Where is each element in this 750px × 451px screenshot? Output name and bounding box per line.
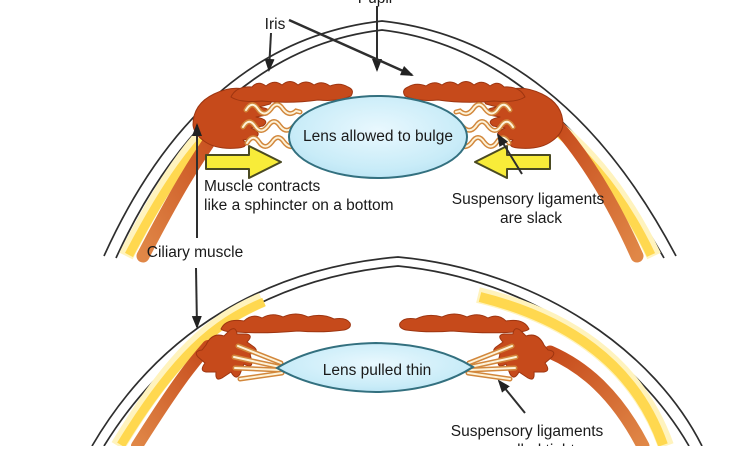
lens-bulged	[288, 95, 468, 179]
lower-red-layer-right	[543, 345, 650, 451]
lens-thin-label: Lens pulled thin	[323, 362, 432, 379]
lens-thin	[275, 341, 475, 394]
suspensory-ligaments-slack-left	[240, 102, 304, 150]
lower-choroid-band-right	[478, 292, 668, 447]
upper-red-layer-right	[549, 117, 644, 263]
suspensory-ligaments-taut-left	[231, 343, 285, 382]
suspensory-slack-label-line2: are slack	[500, 210, 562, 227]
ciliary-muscle-lower-right	[493, 328, 555, 380]
pupil-label: Pupil	[358, 0, 392, 7]
muscle-contracts-label-line1: Muscle contracts	[204, 178, 321, 195]
ciliary-muscle-pointer-line-down	[191, 267, 202, 329]
slack-ligaments-pointer-line	[496, 133, 523, 175]
tight-ligaments-pointer-line	[497, 379, 526, 414]
lower-choroid-band-left	[117, 297, 266, 448]
iris-flap-upper-left	[230, 81, 353, 103]
iris-pointer-line-right	[288, 18, 414, 77]
contraction-arrow-left	[205, 145, 282, 179]
contraction-arrow-right	[474, 145, 551, 179]
iris-flap-upper-right	[403, 81, 526, 103]
upper-sclera-outer-line	[103, 20, 677, 257]
ciliary-muscle-label: Ciliary muscle	[147, 244, 243, 261]
muscle-contracts-label-line2: like a sphincter on a bottom	[204, 197, 394, 214]
annotations: Pupil Iris Lens allowed to bulge Muscle …	[147, 0, 605, 451]
suspensory-tight-label-line2: are pulled tight	[473, 442, 575, 446]
suspensory-slack-label-line1: Suspensory ligaments	[452, 191, 605, 208]
lower-sclera-outer-line	[91, 256, 703, 447]
upper-eye	[103, 20, 677, 263]
suspensory-tight-label-line1: Suspensory ligaments	[451, 423, 604, 440]
iris-flap-lower-left	[220, 313, 351, 334]
iris-flap-lower-right	[399, 313, 530, 334]
lens-bulge-label: Lens allowed to bulge	[303, 128, 453, 145]
iris-pointer-line-left	[264, 32, 275, 72]
iris-label: Iris	[265, 16, 286, 33]
lower-eye	[91, 256, 703, 451]
